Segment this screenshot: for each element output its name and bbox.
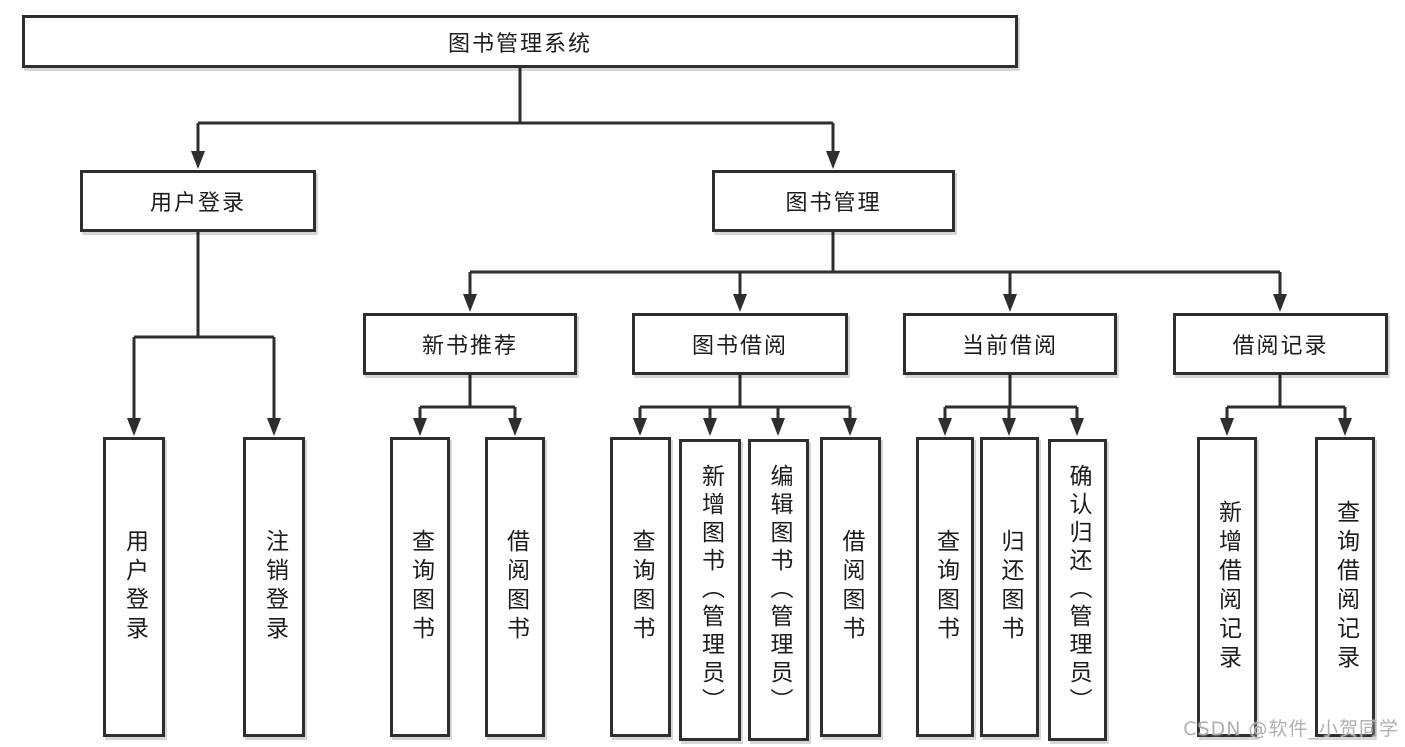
node-label: 用户登录 bbox=[149, 191, 246, 216]
leaf-borrow-borrow-books: 借阅图书 bbox=[820, 437, 881, 737]
node-label: 新增图书（管理员） bbox=[697, 464, 724, 716]
arrow-down-icon bbox=[771, 418, 785, 436]
leaf-borrow-add-books-admin: 新增图书（管理员） bbox=[679, 439, 741, 741]
connector-book-mgmt-branch bbox=[463, 232, 1287, 312]
connector-root-branch bbox=[191, 68, 840, 169]
arrow-down-icon bbox=[1338, 418, 1352, 436]
node-label: 当前借阅 bbox=[961, 334, 1058, 359]
node-user-login: 用户登录 bbox=[80, 170, 316, 232]
leaf-newbook-query-books: 查询图书 bbox=[390, 437, 450, 737]
node-label: 图书管理系统 bbox=[447, 31, 592, 57]
arrow-down-icon bbox=[938, 418, 952, 436]
arrow-down-icon bbox=[843, 418, 857, 436]
connector-current-borrow-branch bbox=[938, 375, 1084, 436]
node-label: 编辑图书（管理员） bbox=[766, 464, 792, 716]
leaf-logout: 注销登录 bbox=[243, 437, 305, 737]
arrow-down-icon bbox=[191, 151, 205, 169]
node-label: 注销登录 bbox=[261, 529, 288, 645]
arrow-down-icon bbox=[1273, 294, 1287, 312]
arrow-down-icon bbox=[633, 418, 647, 436]
leaf-current-query-books: 查询图书 bbox=[916, 437, 974, 737]
arrow-down-icon bbox=[463, 294, 477, 312]
connector-borrow-records-branch bbox=[1220, 375, 1352, 436]
node-borrow-records: 借阅记录 bbox=[1173, 313, 1388, 375]
node-new-book-rec: 新书推荐 bbox=[363, 313, 577, 375]
node-label: 图书借阅 bbox=[691, 334, 788, 359]
node-current-borrow: 当前借阅 bbox=[903, 313, 1117, 375]
node-label: 新书推荐 bbox=[421, 334, 518, 359]
node-label: 查询图书 bbox=[628, 529, 654, 645]
arrow-down-icon bbox=[127, 418, 141, 436]
leaf-records-add-record: 新增借阅记录 bbox=[1197, 437, 1257, 737]
node-root: 图书管理系统 bbox=[22, 15, 1018, 68]
arrow-down-icon bbox=[413, 418, 427, 436]
node-book-mgmt: 图书管理 bbox=[712, 170, 955, 232]
arrow-down-icon bbox=[267, 418, 281, 436]
node-label: 图书管理 bbox=[785, 191, 882, 216]
node-label: 归还图书 bbox=[997, 529, 1023, 645]
node-label: 用户登录 bbox=[121, 529, 148, 645]
leaf-current-confirm-return-admin: 确认归还（管理员） bbox=[1048, 439, 1107, 741]
connector-new-book-branch bbox=[413, 375, 522, 436]
arrow-down-icon bbox=[733, 294, 747, 312]
node-label: 查询图书 bbox=[932, 529, 959, 645]
node-label: 借阅记录 bbox=[1232, 334, 1329, 359]
leaf-records-query-record: 查询借阅记录 bbox=[1315, 437, 1375, 737]
arrow-down-icon bbox=[1002, 418, 1016, 436]
arrow-down-icon bbox=[508, 418, 522, 436]
leaf-newbook-borrow-books: 借阅图书 bbox=[485, 437, 545, 737]
connector-user-login-branch bbox=[127, 232, 281, 436]
node-label: 确认归还（管理员） bbox=[1065, 464, 1091, 716]
node-label: 查询借阅记录 bbox=[1332, 500, 1359, 674]
csdn-watermark: CSDN @软件_小贺同学 bbox=[1183, 718, 1399, 740]
arrow-down-icon bbox=[703, 418, 717, 436]
leaf-borrow-query-books: 查询图书 bbox=[610, 437, 671, 737]
leaf-current-return-books: 归还图书 bbox=[980, 437, 1039, 737]
node-book-borrow: 图书借阅 bbox=[632, 313, 848, 375]
node-label: 借阅图书 bbox=[838, 529, 864, 645]
node-label: 查询图书 bbox=[407, 529, 434, 645]
arrow-down-icon bbox=[1220, 418, 1234, 436]
leaf-borrow-edit-books-admin: 编辑图书（管理员） bbox=[748, 439, 809, 741]
node-label: 借阅图书 bbox=[502, 529, 529, 645]
node-label: 新增借阅记录 bbox=[1214, 500, 1241, 674]
arrow-down-icon bbox=[1070, 418, 1084, 436]
leaf-user-login: 用户登录 bbox=[103, 437, 165, 737]
arrow-down-icon bbox=[826, 151, 840, 169]
arrow-down-icon bbox=[1003, 294, 1017, 312]
connector-book-borrow-branch bbox=[633, 375, 857, 436]
